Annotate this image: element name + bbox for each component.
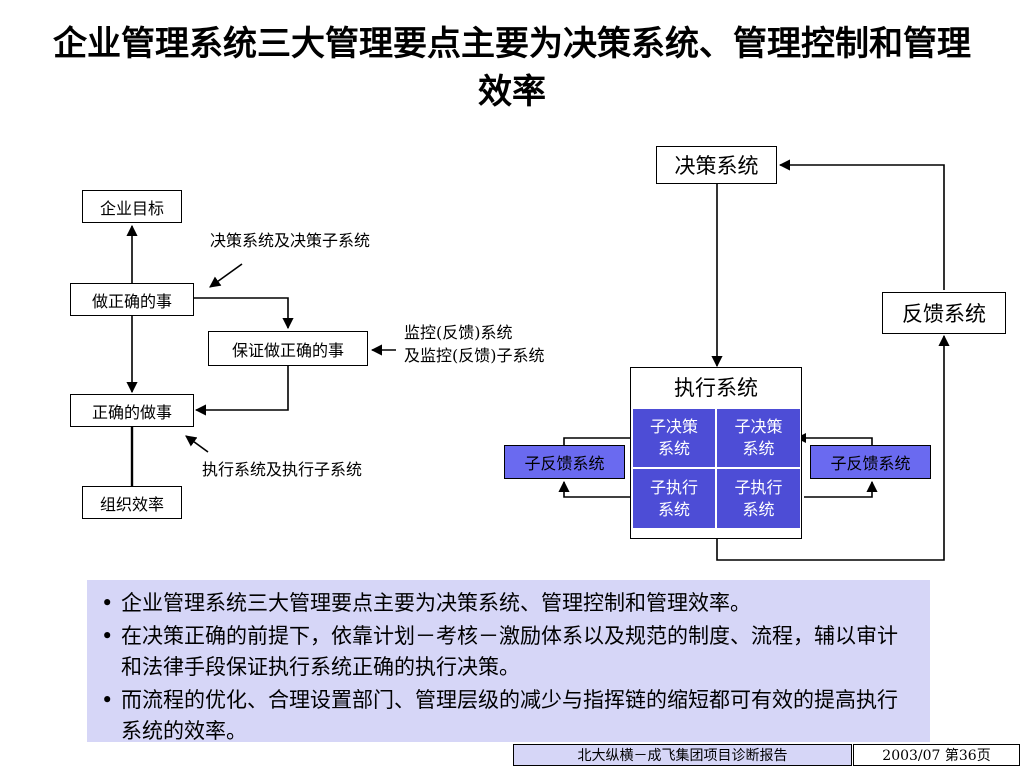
do-right-thing-box: 做正确的事 <box>70 283 194 316</box>
ensure-box: 保证做正确的事 <box>208 331 368 366</box>
execution-annotation: 执行系统及执行子系统 <box>202 460 363 479</box>
do-thing-right-box: 正确的做事 <box>70 394 194 427</box>
summary-list: •企业管理系统三大管理要点主要为决策系统、管理控制和管理效率。 •在决策正确的前… <box>99 588 916 747</box>
sub-decision-cell-2: 子决策系统 <box>717 409 800 467</box>
sub-feedback-left: 子反馈系统 <box>504 445 625 479</box>
footer-page: 2003/07 第36页 <box>853 744 1020 766</box>
feedback-system-box: 反馈系统 <box>882 292 1006 334</box>
sub-execution-cell-1: 子执行系统 <box>633 469 715 528</box>
sub-decision-cell-1: 子决策系统 <box>633 409 715 467</box>
decision-annotation: 决策系统及决策子系统 <box>210 231 371 250</box>
sub-feedback-right: 子反馈系统 <box>810 445 931 479</box>
summary-bullet-2: •在决策正确的前提下，依靠计划－考核－激励体系以及规范的制度、流程，辅以审计和法… <box>101 624 898 679</box>
sub-execution-cell-2: 子执行系统 <box>717 469 800 528</box>
monitor-annotation-line2: 及监控(反馈)子系统 <box>404 346 545 365</box>
goal-box: 企业目标 <box>82 190 182 223</box>
decision-system-box: 决策系统 <box>656 146 777 184</box>
monitor-annotation-line1: 监控(反馈)系统 <box>404 323 513 342</box>
efficiency-box: 组织效率 <box>82 486 182 519</box>
summary-panel: •企业管理系统三大管理要点主要为决策系统、管理控制和管理效率。 •在决策正确的前… <box>87 580 930 743</box>
summary-bullet-1: •企业管理系统三大管理要点主要为决策系统、管理控制和管理效率。 <box>101 591 751 615</box>
execution-system-label: 执行系统 <box>674 376 758 400</box>
summary-bullet-3: •而流程的优化、合理设置部门、管理层级的减少与指挥链的缩短都可有效的提高执行系统… <box>101 688 898 743</box>
page-title: 企业管理系统三大管理要点主要为决策系统、管理控制和管理效率 <box>53 24 971 112</box>
footer-org: 北大纵横－成飞集团项目诊断报告 <box>513 744 852 766</box>
